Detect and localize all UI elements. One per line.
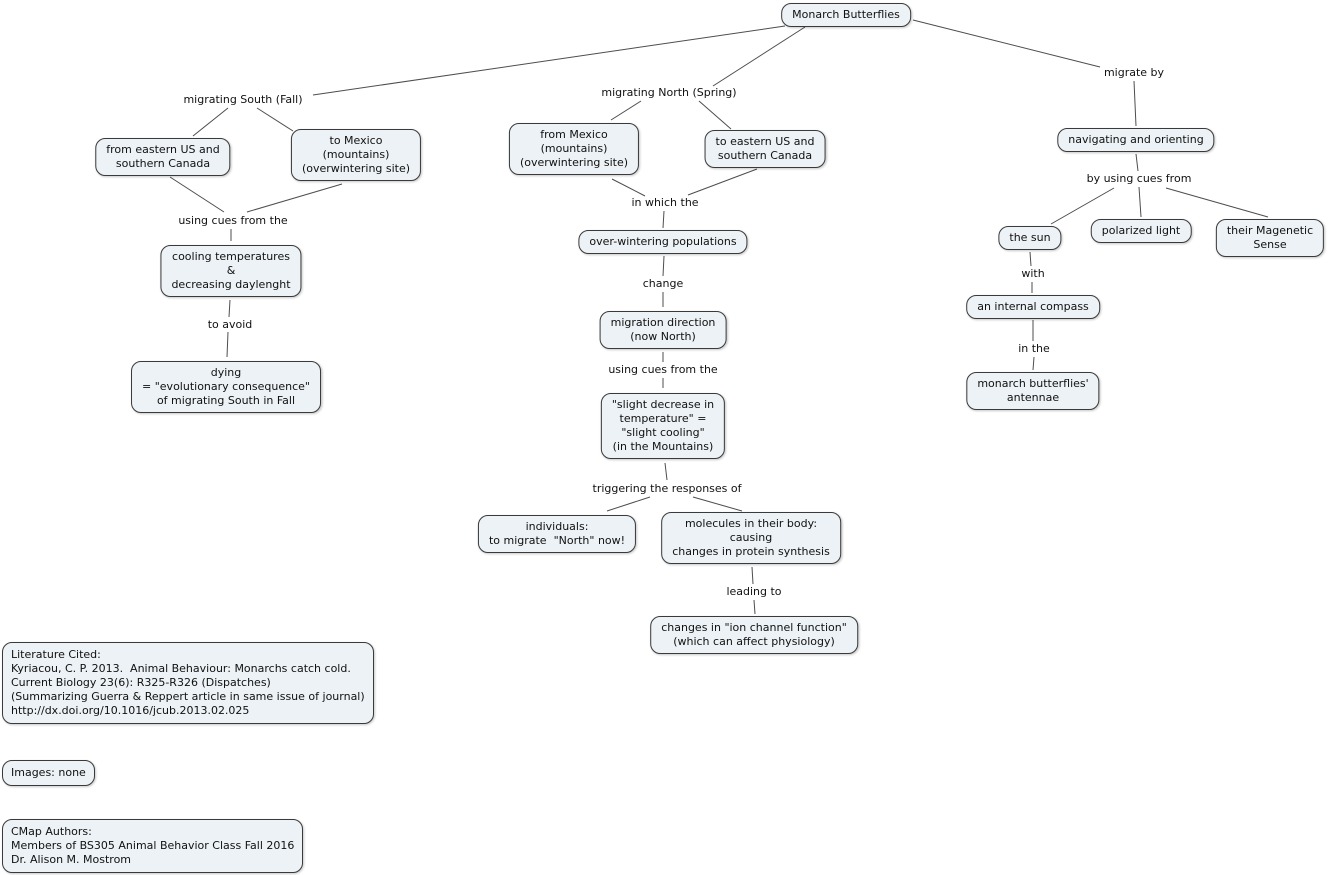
node-polarized-light[interactable]: polarized light [1090,219,1192,243]
link-label-to-avoid[interactable]: to avoid [207,318,253,331]
link-label-leading-to[interactable]: leading to [726,585,782,598]
connector-line [226,331,229,358]
connector-line [1133,80,1137,127]
connector-line [256,107,294,132]
connector-line [664,462,668,481]
connector-line [169,176,225,213]
node-from-mexico[interactable]: from Mexico (mountains) (overwintering s… [508,123,640,175]
connector-line [610,100,642,121]
connector-line [606,496,651,512]
link-label-migrating-south[interactable]: migrating South (Fall) [183,93,303,106]
link-label-migrate-by[interactable]: migrate by [1103,66,1165,79]
node-individuals[interactable]: individuals: to migrate "North" now! [477,515,637,553]
connector-line [687,168,758,196]
node-dying[interactable]: dying = "evolutionary consequence" of mi… [131,361,321,413]
link-label-change[interactable]: change [642,277,684,290]
node-navigating-orienting[interactable]: navigating and orienting [1057,128,1215,152]
connector-line [1135,153,1139,172]
node-magnetic-sense[interactable]: their Magenetic Sense [1215,219,1325,257]
connector-line [312,25,786,96]
node-overwintering-populations[interactable]: over-wintering populations [578,230,748,254]
connector-line [1029,251,1032,267]
link-label-using-cues-south[interactable]: using cues from the [178,214,288,227]
node-from-eastern-us[interactable]: from eastern US and southern Canada [95,138,231,176]
link-label-with[interactable]: with [1021,267,1045,280]
link-label-migrating-north[interactable]: migrating North (Spring) [601,86,737,99]
connector-line [1050,187,1115,225]
info-images-none[interactable]: Images: none [2,760,95,786]
connector-line [192,107,229,137]
connector-line [246,183,343,213]
connector-line [1032,356,1035,371]
node-the-sun[interactable]: the sun [998,226,1062,250]
link-label-triggering-responses[interactable]: triggering the responses of [592,482,742,495]
info-literature-cited[interactable]: Literature Cited: Kyriacou, C. P. 2013. … [2,642,374,724]
connector-line [1165,187,1269,218]
node-antennae[interactable]: monarch butterflies' antennae [966,372,1100,410]
connector-line [753,599,756,615]
connector-line [662,210,665,229]
connector-line [712,26,806,87]
connector-line [228,299,231,318]
node-to-eastern-us[interactable]: to eastern US and southern Canada [704,130,826,168]
link-label-by-using-cues[interactable]: by using cues from [1086,172,1192,185]
node-to-mexico[interactable]: to Mexico (mountains) (overwintering sit… [290,129,422,181]
link-label-in-the[interactable]: in the [1018,342,1050,355]
node-ion-channel[interactable]: changes in "ion channel function" (which… [650,616,858,654]
connector-line [751,566,754,585]
connector-line [692,496,743,512]
connector-line [1138,186,1142,218]
node-molecules[interactable]: molecules in their body: causing changes… [661,512,841,564]
connector-line [698,100,732,130]
connector-line [611,178,646,197]
node-cooling-temperatures[interactable]: cooling temperatures & decreasing daylen… [160,245,302,297]
info-cmap-authors[interactable]: CMap Authors: Members of BS305 Animal Be… [2,819,304,873]
link-label-in-which-the[interactable]: in which the [631,196,699,209]
node-migration-direction[interactable]: migration direction (now North) [599,311,727,349]
connector-line [912,19,1101,68]
node-monarch-butterflies[interactable]: Monarch Butterflies [781,3,911,27]
link-label-using-cues-north[interactable]: using cues from the [608,363,718,376]
connector-line [662,255,665,277]
node-internal-compass[interactable]: an internal compass [966,295,1100,319]
node-slight-decrease[interactable]: "slight decrease in temperature" = "slig… [600,393,726,459]
